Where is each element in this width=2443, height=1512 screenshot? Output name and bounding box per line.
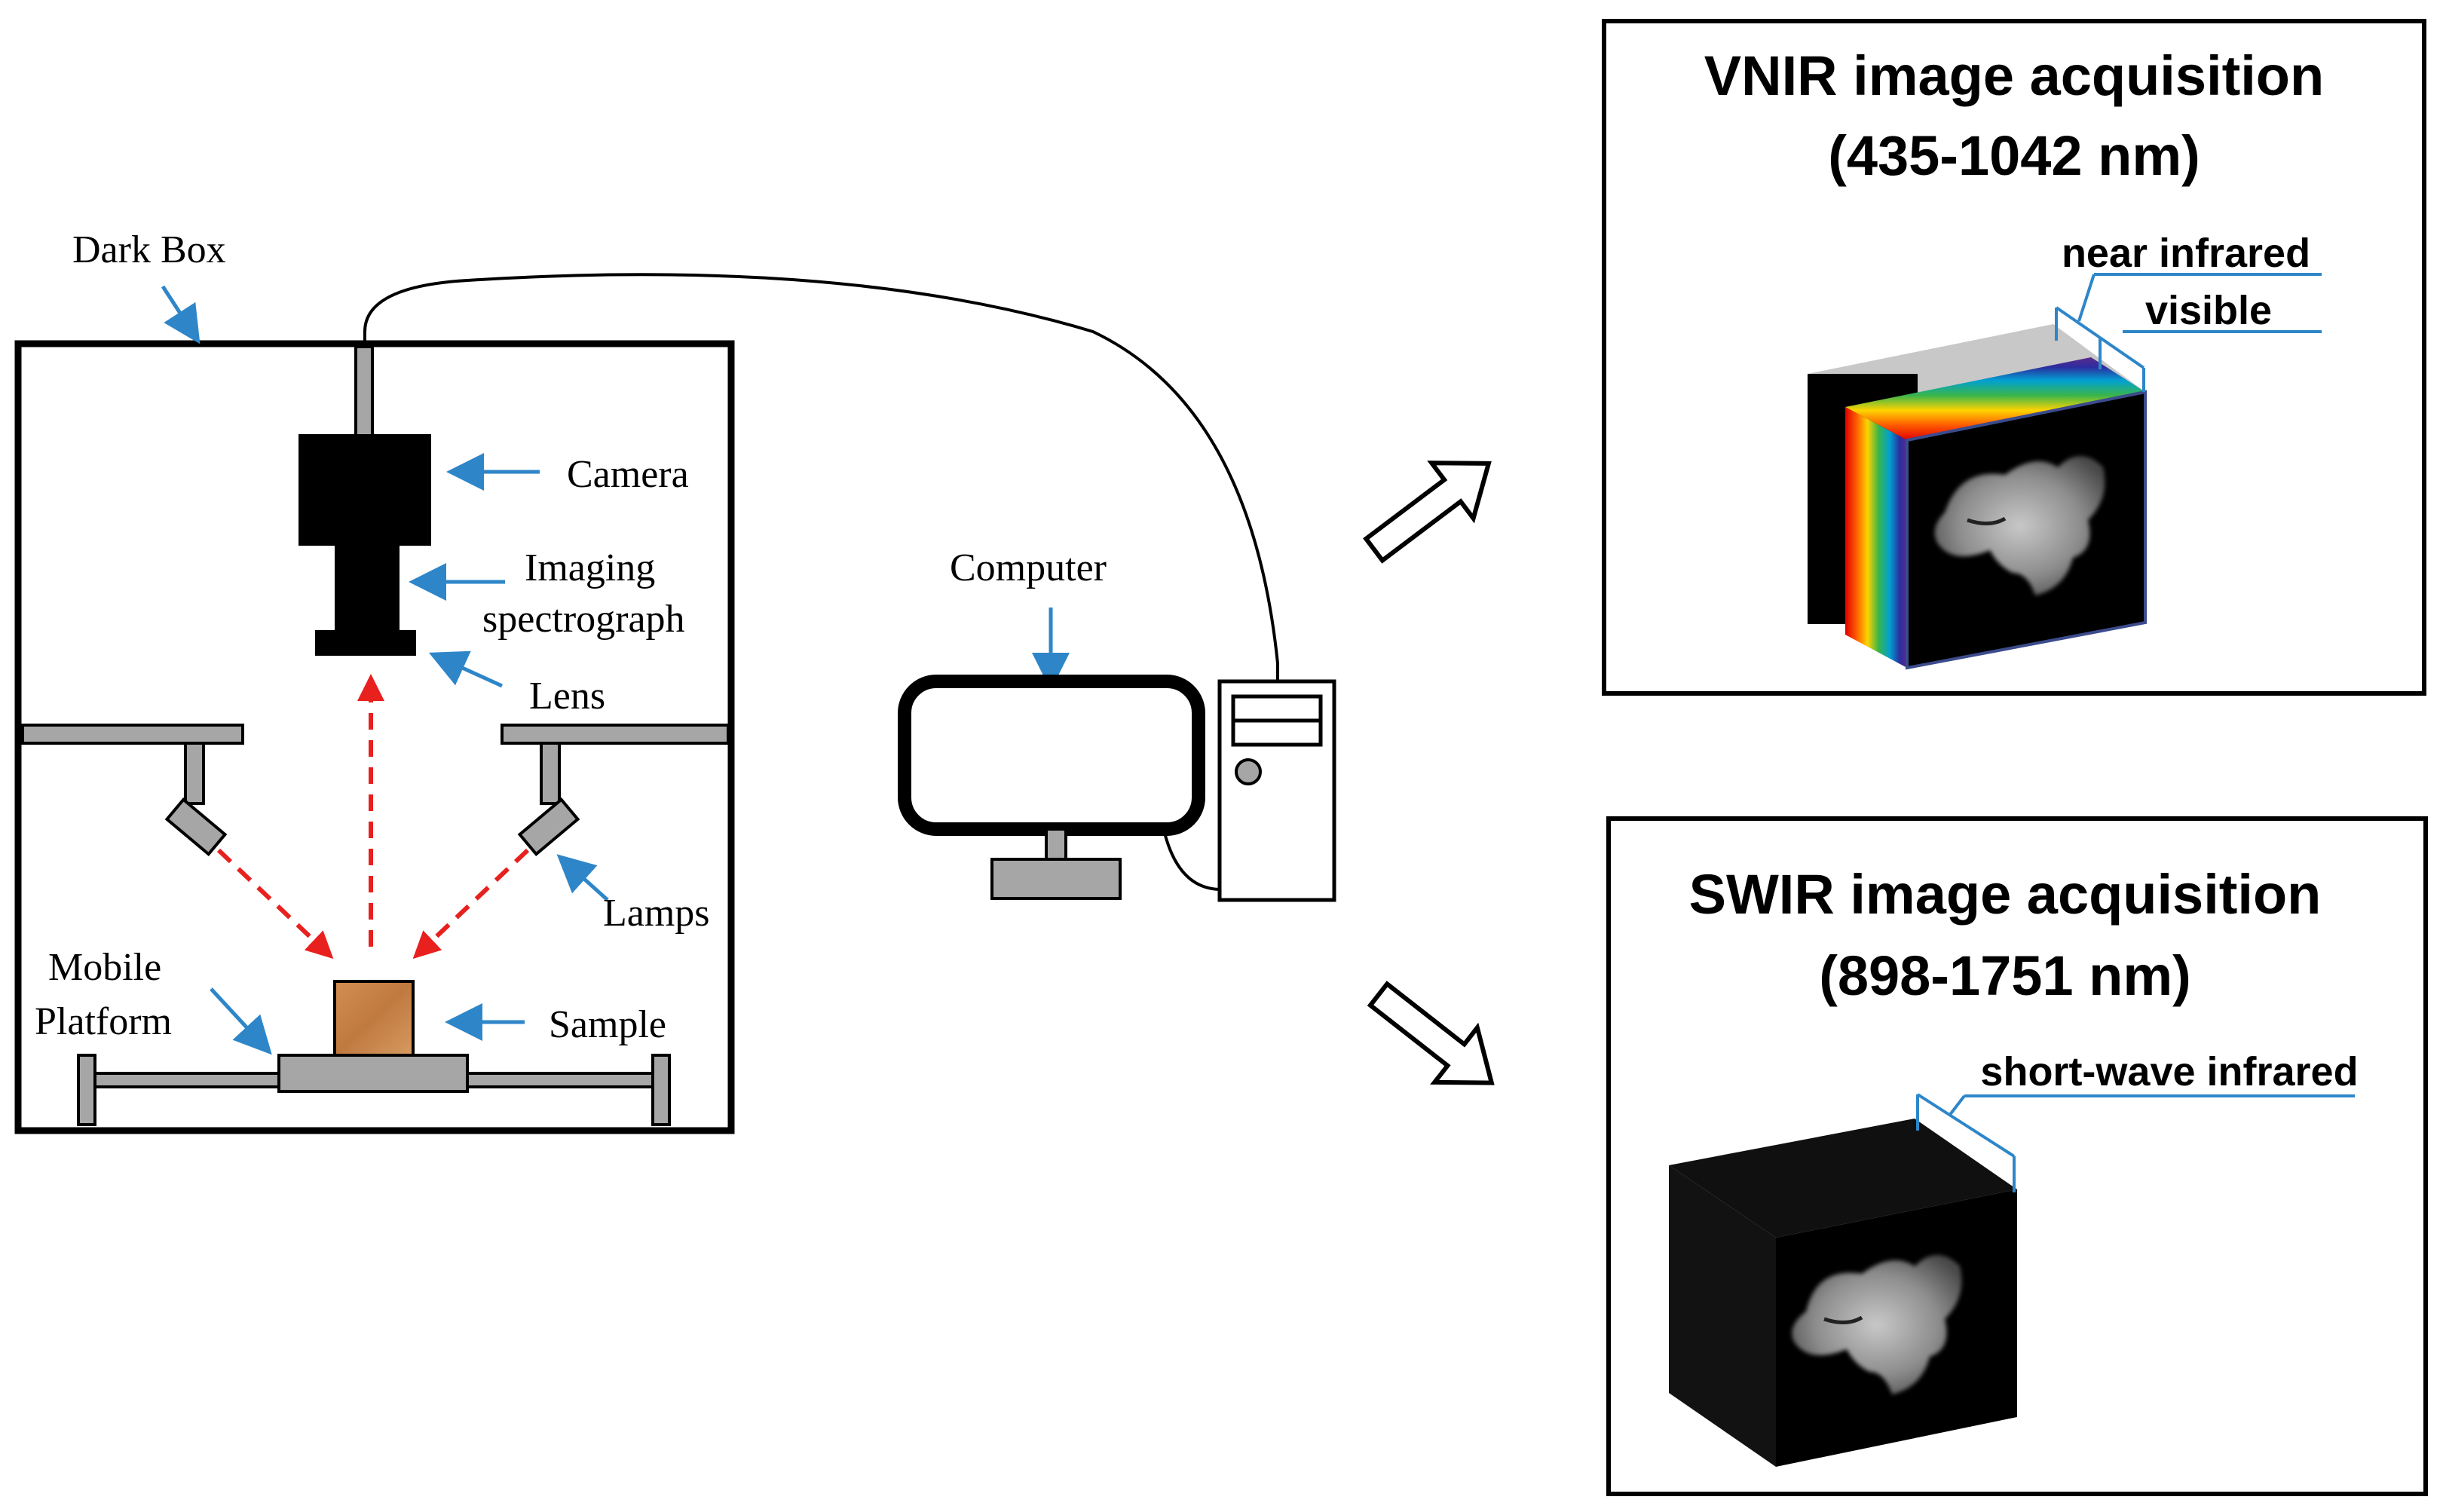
label-visible: visible <box>2145 288 2272 333</box>
data-cable <box>363 273 1279 682</box>
lens <box>315 630 416 656</box>
arrow-to-swir <box>1367 981 1495 1085</box>
flow-arrows <box>1363 461 1495 1085</box>
monitor-cable <box>1161 822 1222 891</box>
drive-bay-2 <box>1231 718 1323 747</box>
vnir-sample-image <box>1934 456 2105 595</box>
label-platform: Platform <box>35 1000 172 1043</box>
label-short-wave-infrared: short-wave infrared <box>1980 1049 2358 1094</box>
label-computer: Computer <box>950 546 1107 589</box>
camera-body <box>298 434 431 546</box>
label-lens: Lens <box>529 675 605 718</box>
imaging-spectrograph <box>335 543 400 635</box>
right-lamp <box>517 742 580 856</box>
vnir-band-brackets <box>2055 273 2322 392</box>
pointer-lens <box>428 650 504 688</box>
left-lamp <box>164 742 228 856</box>
vnir-title: VNIR image acquisition <box>1704 44 2324 107</box>
sample-block <box>333 980 415 1057</box>
camera-mount-rod <box>354 345 374 439</box>
monitor-base <box>990 858 1122 900</box>
swir-panel: SWIR image acquisition (898-1751 nm) sho… <box>1606 816 2428 1496</box>
pointer-lamps <box>556 854 609 901</box>
vnir-wavelength-range: (435-1042 nm) <box>1828 124 2200 187</box>
pointer-arrows <box>161 285 1070 1055</box>
label-mobile: Mobile <box>48 946 161 989</box>
label-spectrograph: spectrograph <box>482 598 685 641</box>
label-imaging: Imaging <box>525 546 655 589</box>
arrow-to-vnir <box>1363 461 1492 564</box>
dark-box-frame <box>14 340 735 1134</box>
swir-title: SWIR image acquisition <box>1689 863 2322 926</box>
light-path-right <box>412 848 530 960</box>
pointer-dark-box <box>161 285 201 344</box>
light-path-left <box>216 848 334 960</box>
swir-band-bracket <box>1916 1093 2355 1192</box>
vnir-panel: VNIR image acquisition (435-1042 nm) ne <box>1602 19 2426 696</box>
dark-box <box>14 273 1279 1134</box>
vnir-hypercube <box>1808 324 2147 670</box>
swir-sample-image <box>1792 1255 1962 1394</box>
pointer-mobile-platform <box>210 987 272 1055</box>
swir-hypercube <box>1669 1119 2017 1467</box>
label-near-infrared: near infrared <box>2062 231 2310 276</box>
label-camera: Camera <box>567 453 689 496</box>
left-shelf <box>21 724 244 745</box>
drive-bay-1 <box>1231 694 1323 723</box>
computer <box>898 675 1336 902</box>
power-button <box>1235 758 1262 785</box>
monitor <box>898 675 1205 836</box>
label-sample: Sample <box>549 1003 666 1046</box>
label-dark-box: Dark Box <box>72 228 226 271</box>
mobile-platform <box>77 1054 671 1126</box>
swir-wavelength-range: (898-1751 nm) <box>1819 944 2191 1007</box>
light-paths <box>216 674 530 960</box>
right-shelf <box>501 724 730 745</box>
label-lamps: Lamps <box>603 892 710 935</box>
